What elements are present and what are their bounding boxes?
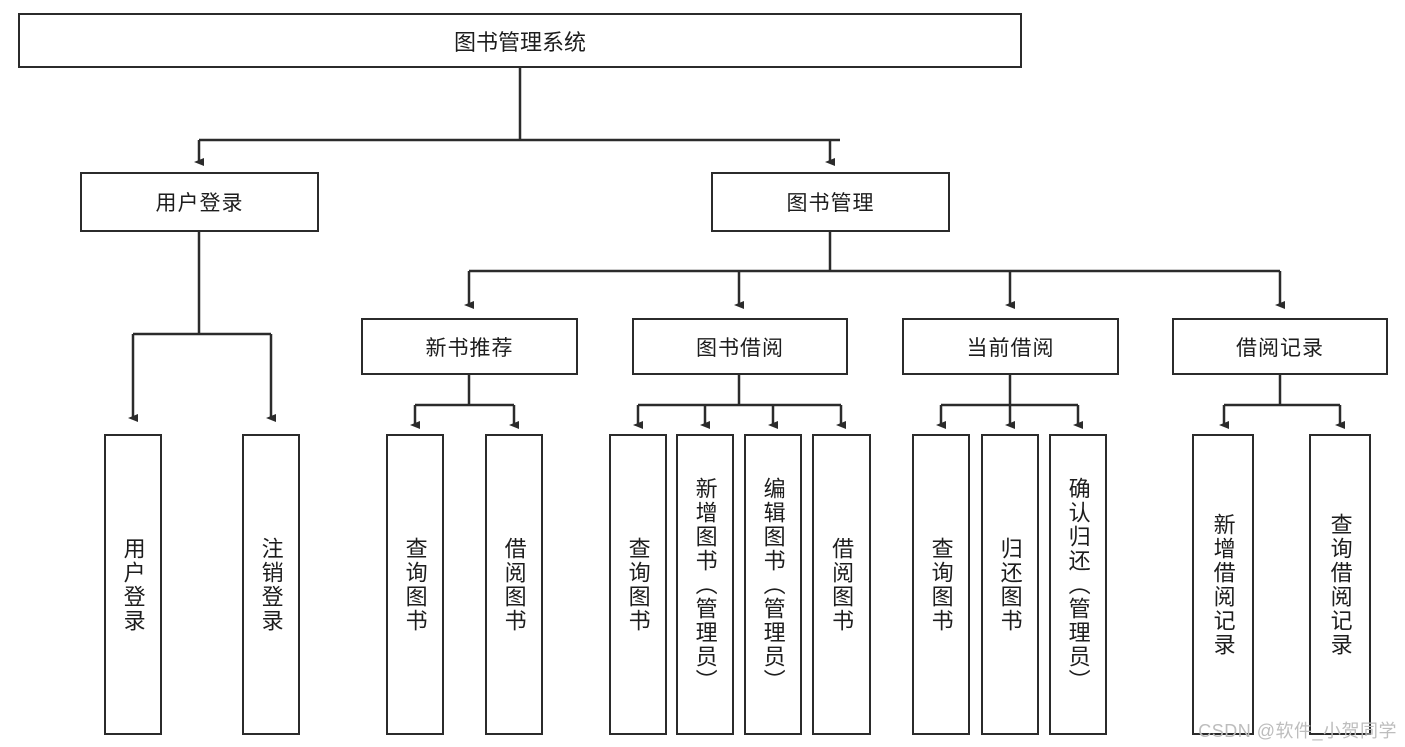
node-label: 借阅图书: [829, 536, 855, 633]
node-label: 用户登录: [120, 536, 146, 633]
node-label: 借阅图书: [501, 536, 527, 633]
node-label: 用户登录: [155, 192, 244, 215]
node-label: 查询图书: [928, 536, 954, 633]
node-book-borrow[interactable]: 图书借阅: [632, 318, 848, 375]
node-label: 图书管理: [786, 192, 875, 215]
leaf-borrow-book[interactable]: 借阅图书: [812, 434, 871, 735]
node-label: 新书推荐: [425, 336, 514, 360]
node-label: 借阅记录: [1236, 336, 1324, 360]
leaf-query-borrow-record[interactable]: 查询借阅记录: [1309, 434, 1371, 735]
node-label: 图书管理系统: [453, 29, 586, 55]
node-label: 编辑图书（管理员）: [760, 476, 786, 693]
leaf-query-book-current[interactable]: 查询图书: [912, 434, 970, 735]
node-label: 查询图书: [402, 536, 428, 633]
leaf-query-book-borrow[interactable]: 查询图书: [609, 434, 667, 735]
node-book-management[interactable]: 图书管理: [711, 172, 950, 232]
leaf-edit-book-admin[interactable]: 编辑图书（管理员）: [744, 434, 802, 735]
leaf-add-borrow-record[interactable]: 新增借阅记录: [1192, 434, 1254, 735]
node-root-system[interactable]: 图书管理系统: [18, 13, 1022, 68]
node-label: 当前借阅: [966, 336, 1055, 360]
watermark-text: CSDN @软件_小贺同学: [1198, 721, 1397, 741]
node-label: 新增图书（管理员）: [692, 476, 718, 693]
node-label: 归还图书: [997, 536, 1023, 633]
node-label: 新增借阅记录: [1210, 512, 1236, 657]
node-user-login[interactable]: 用户登录: [80, 172, 319, 232]
node-current-borrow[interactable]: 当前借阅: [902, 318, 1119, 375]
node-borrow-record[interactable]: 借阅记录: [1172, 318, 1388, 375]
leaf-return-book[interactable]: 归还图书: [981, 434, 1039, 735]
leaf-add-book-admin[interactable]: 新增图书（管理员）: [676, 434, 734, 735]
node-label: 确认归还（管理员）: [1065, 476, 1091, 693]
node-label: 查询借阅记录: [1327, 512, 1353, 657]
node-label: 图书借阅: [696, 336, 784, 360]
node-label: 查询图书: [625, 536, 651, 633]
leaf-logout[interactable]: 注销登录: [242, 434, 300, 735]
leaf-query-book-recommend[interactable]: 查询图书: [386, 434, 444, 735]
node-new-book-recommend[interactable]: 新书推荐: [361, 318, 578, 375]
leaf-borrow-book-recommend[interactable]: 借阅图书: [485, 434, 543, 735]
node-label: 注销登录: [258, 536, 284, 633]
leaf-confirm-return-admin[interactable]: 确认归还（管理员）: [1049, 434, 1107, 735]
leaf-user-login[interactable]: 用户登录: [104, 434, 162, 735]
